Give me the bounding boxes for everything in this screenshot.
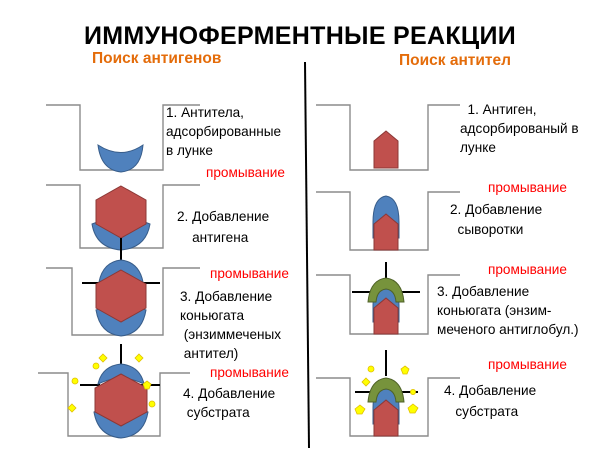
right-wash-2: промывание [488,262,567,277]
left-wash-3: промывание [210,365,289,380]
well-outline [316,104,460,171]
substrate-particle [354,404,366,415]
left-step-4-label: 4. Добавление субстрата [183,386,276,420]
antigen [373,399,399,437]
center-divider [304,61,310,449]
substrate-particle [142,380,152,390]
right-step-4-label: 4. Добавление субстрата [444,383,537,419]
right-wash-1: промывание [488,180,567,195]
right-well-4 [316,350,460,437]
substrate-particle [92,362,100,370]
substrate-particles [67,353,156,413]
substrate-particle [71,377,79,385]
right-well-2 [316,191,460,251]
right-well-1 [316,104,460,171]
antigen [373,213,399,251]
substrate-particle [134,353,144,363]
conjugate-antiglobulin [367,377,405,403]
substrate-particle [409,388,416,395]
page-title: ИММУНОФЕРМЕНТНЫЕ РЕАКЦИИ [83,22,517,50]
right-step-3-label: 3. Добавление коньюгата (энзим- меченого… [437,284,579,337]
left-wash-2: промывание [210,266,289,281]
substrate-particle [407,403,419,414]
left-well-1 [46,104,200,173]
right-heading: Поиск антител [399,52,511,69]
substrate-particle [67,403,77,413]
right-step-1-label: 1. Антиген, адсорбированый в лунке [460,102,579,155]
antigen-hexagon [95,269,147,323]
adsorbed-antigen [373,130,399,169]
antigen [373,297,399,335]
left-well-4 [38,344,190,439]
substrate-particle [400,365,410,375]
right-wash-3: промывание [488,357,567,372]
left-heading: Поиск антигенов [92,50,222,67]
left-step-1-label: 1. Антитела, адсорбированные в лунке [166,105,282,158]
left-step-2-label: 2. Добавление антигена [177,209,270,245]
substrate-particle [98,353,108,363]
substrate-particles [354,365,419,415]
substrate-particle [148,400,156,408]
substrate-particle [361,377,371,387]
right-well-3 [316,262,460,335]
left-step-3-label: 3. Добавление коньюгата (энзиммеченых ан… [180,289,282,361]
left-well-3 [46,238,200,337]
substrate-particle [367,365,375,373]
right-step-2-label: 2. Добавление сыворотки [450,202,543,237]
adsorbed-antibody [97,143,144,173]
conjugate-antiglobulin [367,277,405,303]
left-wash-1: промывание [206,165,285,180]
